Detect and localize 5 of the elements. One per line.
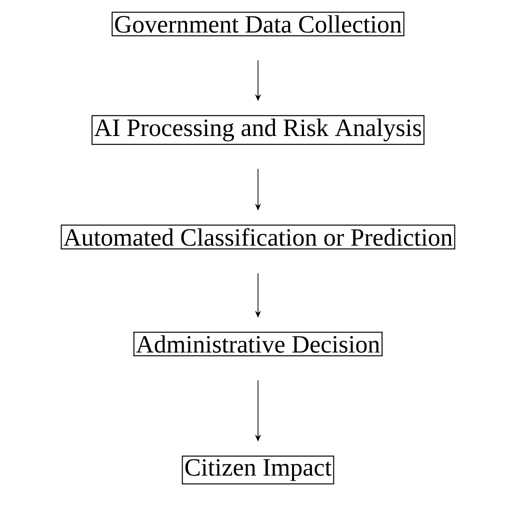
process-box: Citizen Impact xyxy=(182,456,334,484)
process-box: AI Processing and Risk Analysis xyxy=(92,115,424,145)
process-box: Automated Classification or Prediction xyxy=(60,224,456,250)
process-box: Government Data Collection xyxy=(112,12,404,36)
process-box: Administrative Decision xyxy=(133,332,383,356)
